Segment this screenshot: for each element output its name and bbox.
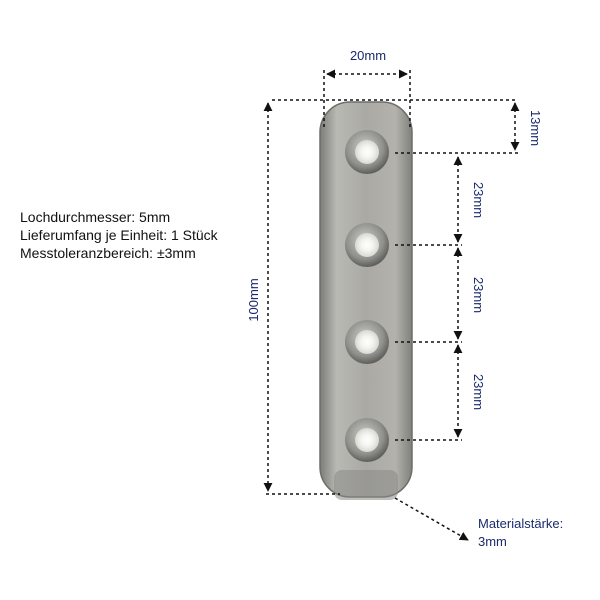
material-value: 3mm bbox=[478, 534, 507, 549]
metal-plate bbox=[319, 101, 413, 500]
plate-edge-shadow bbox=[334, 470, 398, 500]
dimension-spacing-2: 23mm bbox=[395, 247, 486, 343]
hole-opening bbox=[355, 233, 379, 257]
leader-line bbox=[394, 497, 469, 541]
hole-opening bbox=[355, 428, 379, 452]
dimension-width: 20mm bbox=[323, 46, 411, 130]
dimension-spacing-1: 23mm bbox=[395, 156, 486, 246]
dimension-hole-offset: 13mm bbox=[272, 99, 543, 154]
width-label: 20mm bbox=[350, 48, 386, 63]
spec-hole-diameter: Lochdurchmesser: 5mm bbox=[20, 209, 170, 225]
hole-offset-label: 13mm bbox=[528, 110, 543, 146]
label-background bbox=[343, 46, 393, 64]
specifications: Lochdurchmesser: 5mm Lieferumfang je Ein… bbox=[20, 209, 219, 261]
material-thickness-annotation: Materialstärke: 3mm bbox=[394, 497, 563, 549]
spec-tolerance: Messtoleranzbereich: ±3mm bbox=[20, 245, 196, 261]
spacing-3-label: 23mm bbox=[471, 374, 486, 410]
hole-1 bbox=[345, 130, 389, 174]
label-background bbox=[246, 270, 266, 330]
spec-delivery-scope: Lieferumfang je Einheit: 1 Stück bbox=[20, 227, 219, 243]
material-label: Materialstärke: bbox=[478, 516, 563, 531]
hole-2 bbox=[345, 223, 389, 267]
spacing-2-label: 23mm bbox=[471, 277, 486, 313]
spacing-1-label: 23mm bbox=[471, 182, 486, 218]
hole-3 bbox=[345, 320, 389, 364]
dimension-length: 100mm bbox=[246, 102, 340, 495]
dimension-spacing-3: 23mm bbox=[395, 344, 486, 441]
length-label: 100mm bbox=[246, 278, 261, 321]
hole-4 bbox=[345, 418, 389, 462]
hole-opening bbox=[355, 140, 379, 164]
hole-opening bbox=[355, 330, 379, 354]
